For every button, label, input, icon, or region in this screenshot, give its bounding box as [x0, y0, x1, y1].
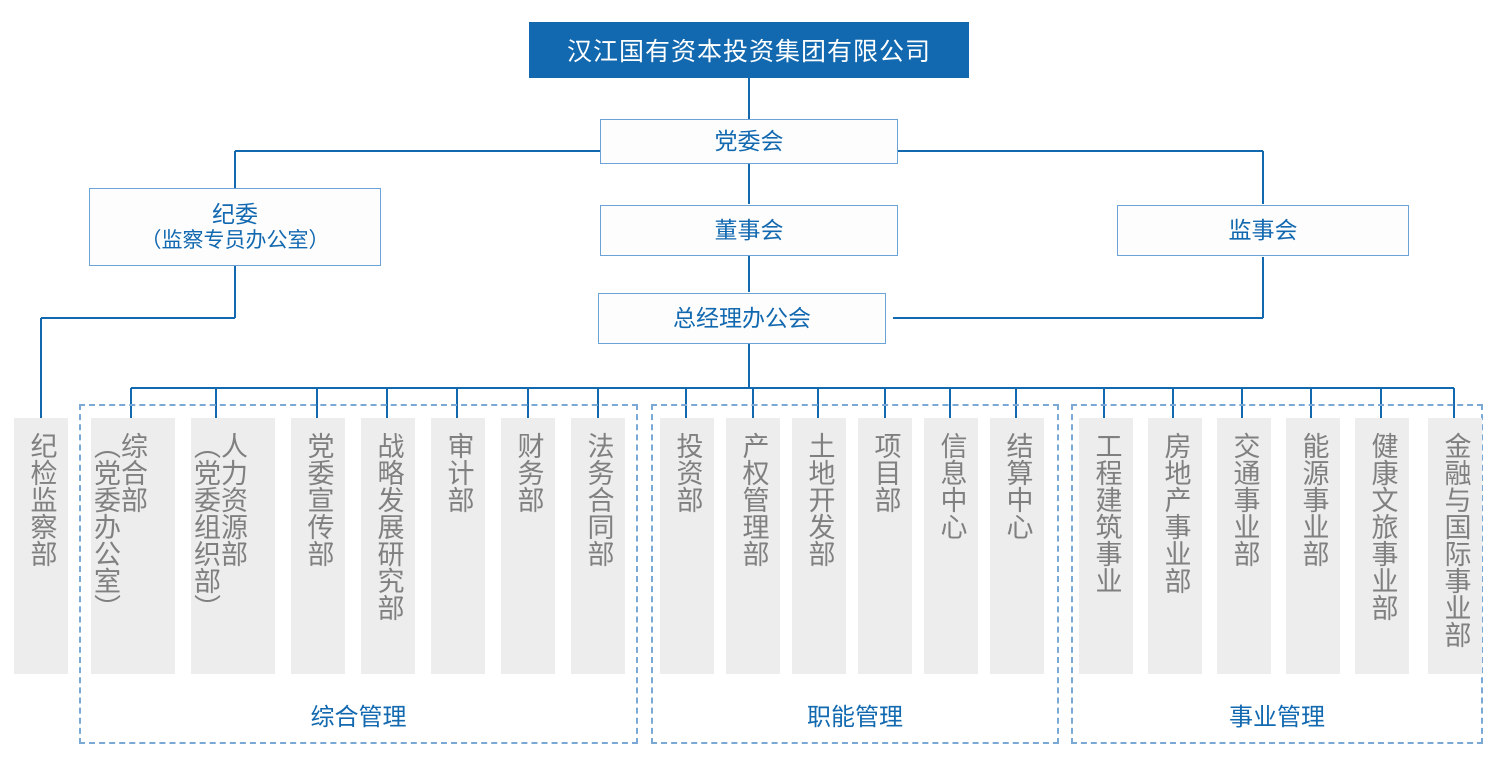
dept-label: 健康文旅事业部 — [1367, 432, 1398, 621]
node-discipline-committee-label: 纪委 — [212, 200, 258, 227]
dept-label: 金融与国际事业部 — [1440, 432, 1471, 648]
node-discipline-committee[interactable]: 纪委 （监察专员办公室） — [89, 188, 386, 271]
root-node-company[interactable]: 汉江国有资本投资集团有限公司 — [529, 22, 969, 78]
dept-finance-international[interactable]: 金融与国际事业部 — [1428, 418, 1482, 674]
dept-label: 信息中心 — [936, 432, 967, 540]
dept-label: 房地产事业部 — [1160, 432, 1191, 594]
dept-label: 战略发展研究部 — [373, 432, 404, 621]
dept-information-center[interactable]: 信息中心 — [924, 418, 978, 674]
dept-label: 综合部 — [117, 432, 147, 513]
root-node-label: 汉江国有资本投资集团有限公司 — [566, 38, 931, 66]
dept-label: 财务部 — [513, 432, 544, 513]
group-label-business: 事业管理 — [1229, 704, 1325, 731]
dept-label: 党委宣传部 — [303, 432, 334, 567]
dept-land-development[interactable]: 土地开发部 — [792, 418, 846, 674]
group-label-functional: 职能管理 — [807, 704, 903, 731]
node-gm-office-meeting-label: 总经理办公会 — [673, 305, 811, 332]
dept-label: 纪检监察部 — [26, 432, 57, 567]
dept-general-office[interactable]: 综合部 （党委办公室） — [91, 418, 175, 674]
node-party-committee-label: 党委会 — [714, 128, 784, 155]
dept-legal-contract[interactable]: 法务合同部 — [571, 418, 625, 674]
dept-property-rights[interactable]: 产权管理部 — [726, 418, 780, 674]
dept-label: 能源事业部 — [1298, 432, 1329, 567]
dept-energy[interactable]: 能源事业部 — [1286, 418, 1340, 674]
dept-label: 审计部 — [443, 432, 474, 513]
node-discipline-committee-sublabel: （监察专员办公室） — [140, 229, 330, 253]
dept-party-publicity[interactable]: 党委宣传部 — [291, 418, 345, 674]
dept-health-culture-tourism[interactable]: 健康文旅事业部 — [1355, 418, 1409, 674]
group-frame-business — [1071, 404, 1483, 744]
dept-investment[interactable]: 投资部 — [660, 418, 714, 674]
node-board-of-directors[interactable]: 董事会 — [600, 205, 903, 261]
dept-engineering-construction[interactable]: 工程建筑事业 — [1079, 418, 1133, 674]
dept-finance[interactable]: 财务部 — [501, 418, 555, 674]
dept-strategy-research[interactable]: 战略发展研究部 — [361, 418, 415, 674]
dept-label: 投资部 — [672, 432, 703, 513]
group-label-comprehensive: 综合管理 — [310, 704, 407, 731]
dept-label: 人力资源部 — [217, 432, 247, 567]
dept-sublabel: （党委组织部） — [191, 432, 220, 621]
dept-label: 土地开发部 — [804, 432, 835, 567]
node-board-of-directors-label: 董事会 — [714, 217, 784, 244]
dept-label: 交通事业部 — [1229, 432, 1260, 567]
group-frame-functional — [651, 404, 1059, 744]
dept-label: 法务合同部 — [583, 432, 614, 567]
dept-human-resources[interactable]: 人力资源部 （党委组织部） — [191, 418, 275, 674]
dept-discipline-inspection[interactable]: 纪检监察部 — [14, 418, 68, 674]
node-gm-office-meeting[interactable]: 总经理办公会 — [598, 293, 891, 349]
dept-label: 工程建筑事业 — [1091, 432, 1122, 594]
group-frame-comprehensive — [79, 404, 638, 744]
dept-project[interactable]: 项目部 — [858, 418, 912, 674]
node-board-of-supervisors[interactable]: 监事会 — [1117, 205, 1414, 261]
dept-transportation[interactable]: 交通事业部 — [1217, 418, 1271, 674]
node-board-of-supervisors-label: 监事会 — [1228, 217, 1298, 244]
dept-settlement-center[interactable]: 结算中心 — [990, 418, 1044, 674]
dept-real-estate[interactable]: 房地产事业部 — [1148, 418, 1202, 674]
node-party-committee[interactable]: 党委会 — [600, 119, 903, 169]
dept-label: 产权管理部 — [738, 432, 769, 567]
dept-sublabel: （党委办公室） — [91, 432, 120, 621]
dept-label: 项目部 — [870, 432, 901, 513]
dept-audit[interactable]: 审计部 — [431, 418, 485, 674]
dept-label: 结算中心 — [1002, 432, 1033, 540]
